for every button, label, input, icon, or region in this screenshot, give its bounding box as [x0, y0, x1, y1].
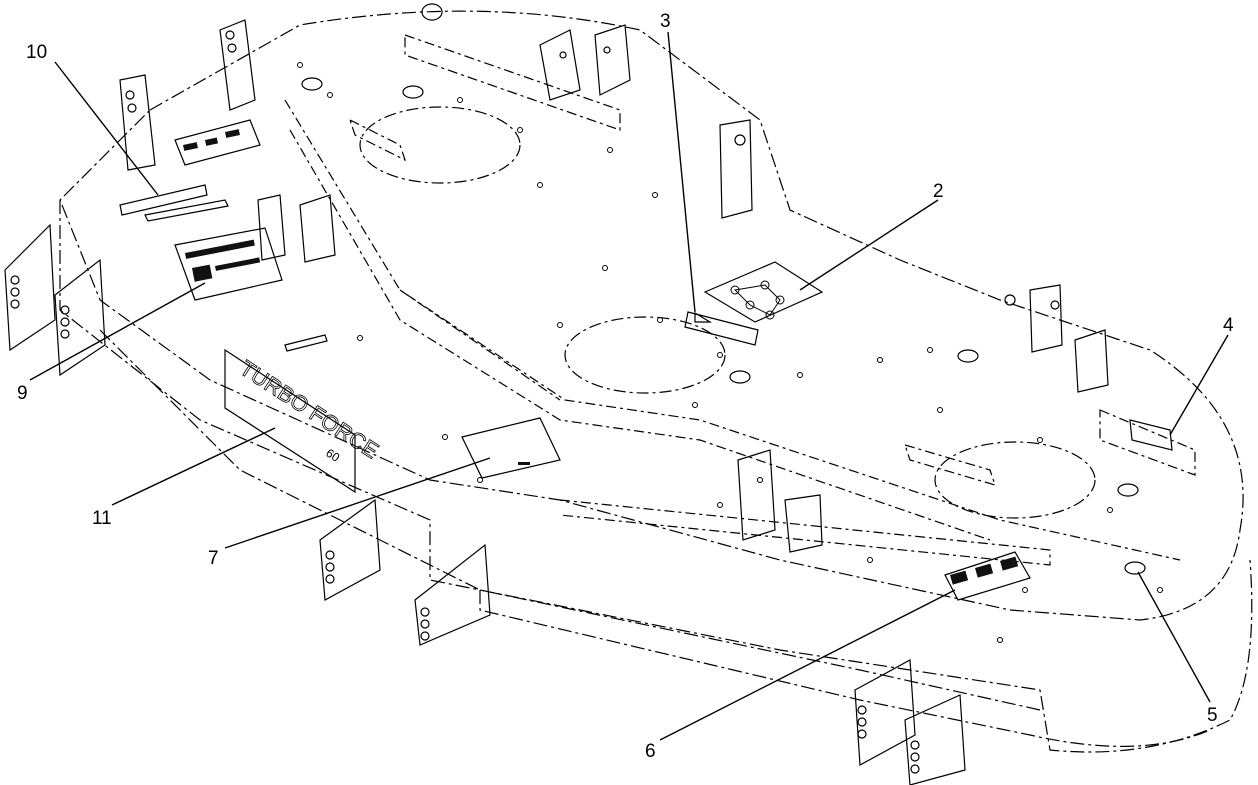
spindle-cap	[402, 85, 424, 99]
decal-10-strip	[119, 184, 208, 216]
rear-bracket-left-2	[119, 74, 156, 171]
badge-text-turbo-force: TURBO FORCE	[235, 355, 383, 463]
front-bracket-center-2	[414, 543, 491, 646]
decal-11-badge-plate	[224, 348, 356, 494]
front-bracket-center	[319, 498, 381, 601]
right-bracket	[1029, 284, 1063, 353]
bracket-holes	[10, 30, 1060, 774]
deck-top-outline	[59, 10, 1244, 621]
callout-10: 10	[26, 42, 48, 63]
slot	[144, 199, 229, 222]
center-bracket-top-2	[594, 24, 631, 96]
mid-bracket	[737, 449, 776, 541]
belt-diagram	[730, 280, 785, 320]
baffle-right	[904, 444, 996, 486]
deck-bolt-holes	[297, 62, 1163, 643]
callout-7: 7	[208, 548, 219, 569]
decal-2-belt-routing	[703, 261, 824, 323]
callout-3: 3	[660, 11, 671, 32]
left-bracket-upper-2	[299, 194, 336, 263]
right-rear-bracket	[719, 119, 753, 219]
pulley-cap	[421, 3, 443, 21]
decal-6-safety	[944, 551, 1031, 601]
decal-9-info	[174, 227, 283, 301]
baffle-left	[348, 118, 407, 162]
leader-7	[224, 457, 491, 549]
left-bracket-upper	[257, 194, 286, 261]
leader-2	[799, 199, 939, 291]
spindle-cap-item5	[1124, 561, 1146, 575]
slot	[284, 334, 328, 352]
deck-skirt-lower	[99, 329, 1041, 711]
rear-bracket-left	[219, 19, 256, 111]
spindle-opening-left	[359, 106, 521, 184]
callout-11: 11	[92, 508, 112, 529]
spindle-opening-center	[564, 316, 726, 394]
deck-ridge	[284, 99, 1181, 561]
spindle-cap	[729, 370, 751, 384]
leader-5	[1137, 571, 1211, 703]
badge-text-size: 60	[323, 446, 342, 465]
spindle-opening-right	[934, 441, 1096, 519]
callout-4: 4	[1223, 315, 1234, 336]
decal-safety-rear	[174, 119, 261, 166]
spindle-cap	[301, 77, 323, 91]
callout-2: 2	[933, 181, 944, 202]
decal-3-triangle	[694, 311, 713, 323]
front-bracket-left-2	[54, 258, 106, 377]
mid-bracket-2	[784, 494, 823, 553]
spindle-cap	[957, 349, 979, 363]
front-bracket-right	[854, 659, 916, 766]
front-bracket-left	[4, 223, 56, 352]
right-bracket-2	[1074, 329, 1109, 393]
callout-6: 6	[645, 741, 656, 762]
deck-skirt-bottom	[479, 590, 1211, 747]
leader-9	[29, 282, 206, 381]
decal-dark-details	[182, 129, 1019, 585]
decal-7-plate	[461, 417, 561, 479]
front-channel	[399, 289, 1051, 566]
leader-lines	[29, 31, 1229, 741]
deck-ridge-2	[289, 129, 991, 541]
deck-skirt	[59, 200, 1253, 753]
center-bracket-top	[539, 29, 581, 101]
callout-5: 5	[1207, 705, 1218, 726]
leader-11	[111, 427, 276, 506]
decal-4-label	[1129, 419, 1173, 451]
rear-channel	[404, 34, 621, 131]
leader-6	[659, 589, 956, 741]
leader-10	[54, 61, 159, 196]
decal-3-warning	[684, 311, 759, 346]
turbo-force-badge: TURBO FORCE 60	[235, 355, 384, 465]
leader-4	[1169, 334, 1229, 436]
spindle-cap	[1117, 483, 1139, 497]
leader-3	[667, 31, 696, 313]
front-bracket-right-2	[904, 694, 966, 785]
callout-9: 9	[17, 383, 28, 404]
deflector-right	[1099, 409, 1196, 476]
